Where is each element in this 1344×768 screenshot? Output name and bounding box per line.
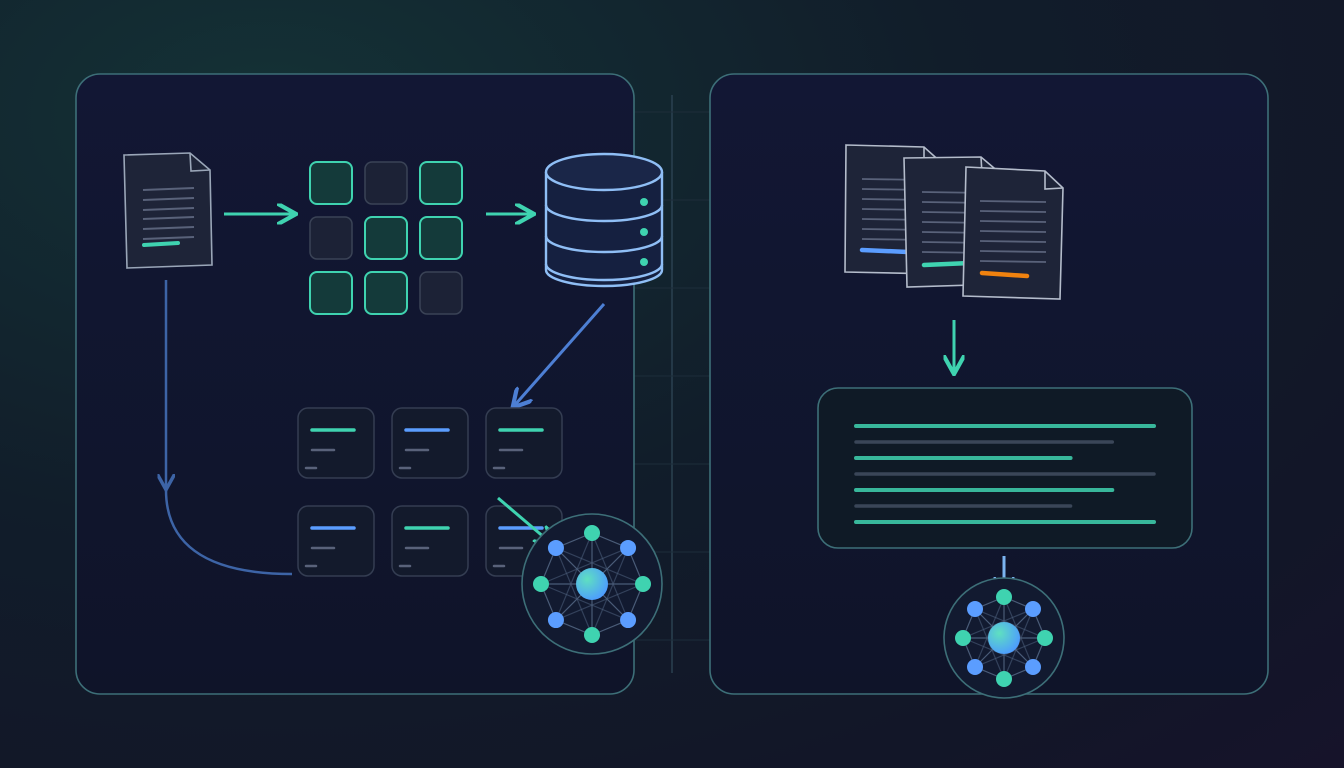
graph-node (533, 576, 549, 592)
graph-node (1024, 658, 1041, 675)
graph-node (547, 539, 564, 556)
document-accent (921, 260, 973, 268)
chunk-card (485, 407, 563, 479)
graph-node (620, 612, 637, 629)
embedding-grid (309, 161, 463, 315)
source-document-icon (123, 152, 213, 269)
database-indicator-dot (640, 258, 648, 266)
embedding-cell-empty (364, 161, 408, 205)
knowledge-graph-icon (521, 513, 663, 655)
graph-node (1037, 630, 1053, 646)
database-indicator-dot (640, 228, 648, 236)
graph-node (620, 539, 637, 556)
graph-node (635, 576, 651, 592)
embedding-cell-empty (309, 216, 353, 260)
graph-node (996, 589, 1012, 605)
document-accent (859, 247, 911, 255)
graph-node (967, 658, 984, 675)
embedding-cell-active (364, 271, 408, 315)
graph-node (955, 630, 971, 646)
vector-database-icon (544, 152, 664, 288)
graph-hub (576, 568, 608, 600)
chunk-card (297, 505, 375, 577)
graph-node (1024, 601, 1041, 618)
document-accent (979, 270, 1030, 279)
chunk-card (391, 505, 469, 577)
document-icon (962, 166, 1064, 300)
retrieved-documents (844, 144, 1064, 300)
embedding-cell-active (364, 216, 408, 260)
database-indicator-dot (640, 198, 648, 206)
curve-to-chunks (164, 489, 293, 576)
graph-node (584, 627, 600, 643)
output-graph-icon (943, 577, 1065, 699)
arrow-database-to-chunks (514, 303, 606, 406)
graph-hub (988, 622, 1020, 654)
chunk-card (391, 407, 469, 479)
graph-node (996, 671, 1012, 687)
embedding-cell-active (419, 216, 463, 260)
graph-node (584, 525, 600, 541)
answer-panel (817, 387, 1193, 549)
embedding-cell-empty (419, 271, 463, 315)
embedding-cell-active (309, 161, 353, 205)
graph-node (547, 612, 564, 629)
chunk-card (297, 407, 375, 479)
embedding-cell-active (419, 161, 463, 205)
chunk-cards (297, 407, 563, 577)
graph-node (967, 601, 984, 618)
embedding-cell-active (309, 271, 353, 315)
